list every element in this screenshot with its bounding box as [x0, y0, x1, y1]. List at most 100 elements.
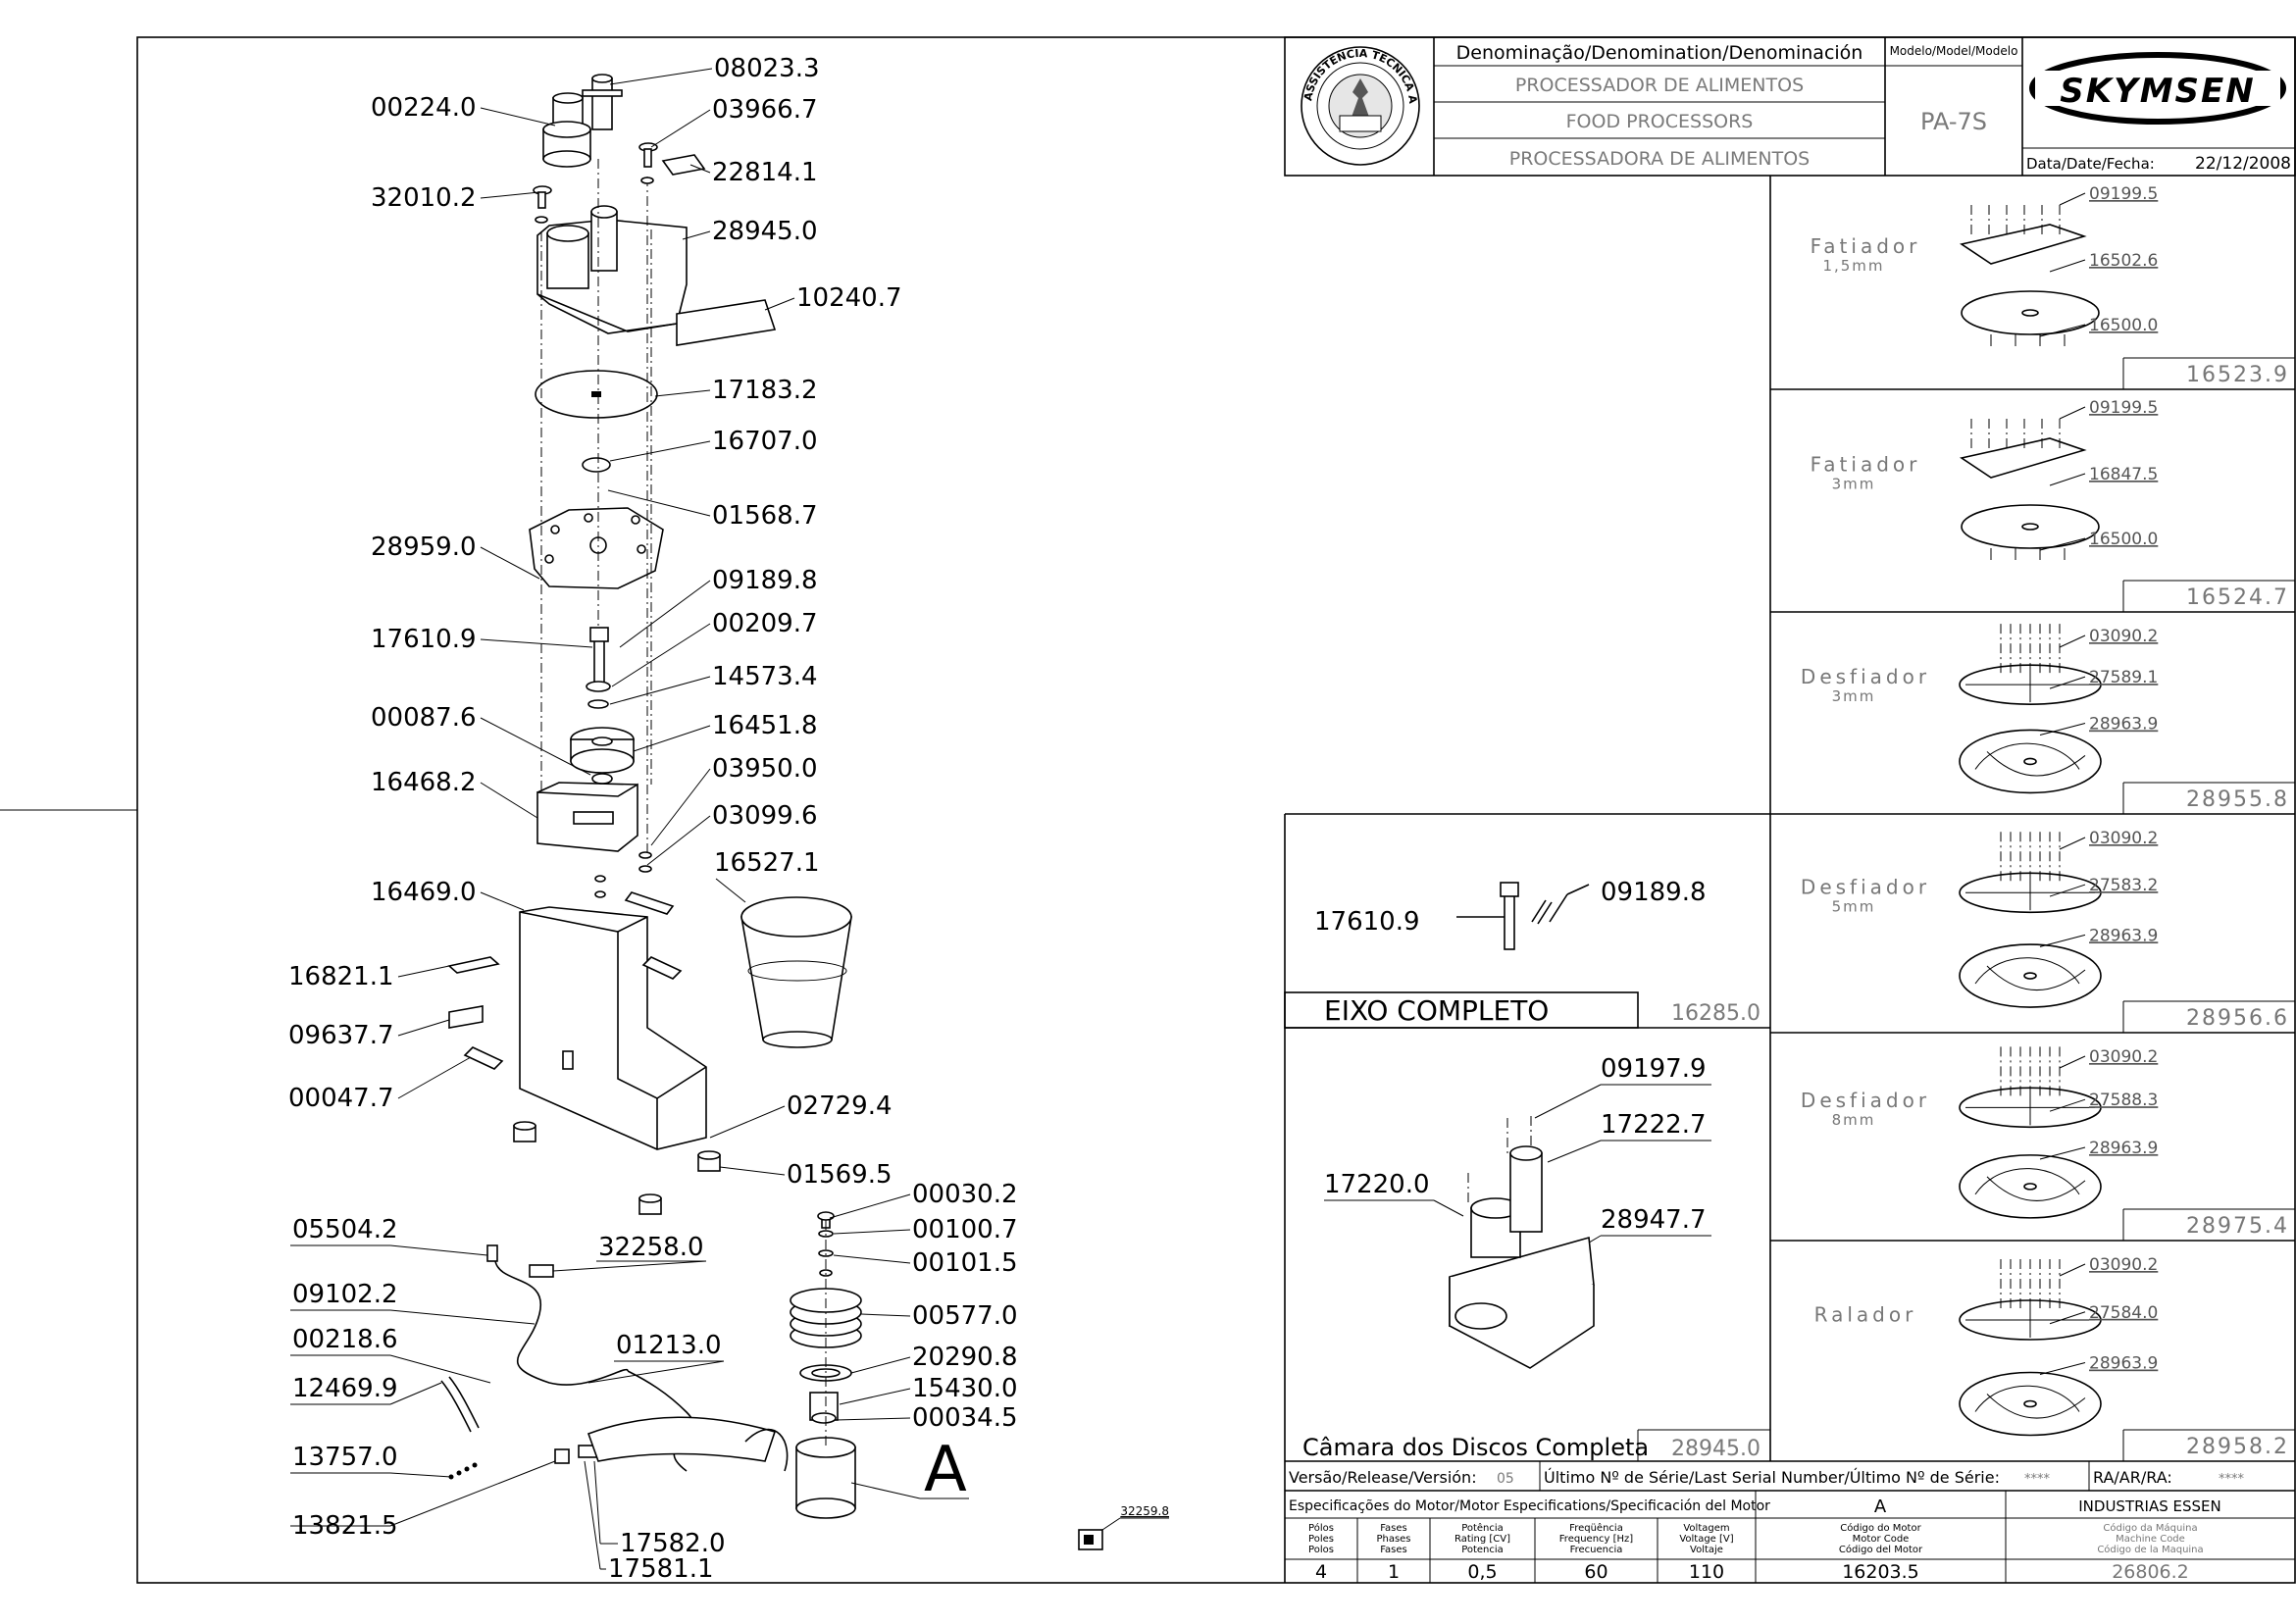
part-number-label: 13757.0 — [292, 1443, 398, 1472]
part-number-label: 09102.2 — [292, 1280, 398, 1309]
motor-code-letter: A — [1874, 1497, 1887, 1517]
disc-name: Desfiador — [1801, 665, 1930, 688]
part-number-label: 03950.0 — [712, 754, 818, 784]
motor-spec-header: Polos — [1308, 1545, 1334, 1555]
leader-line — [584, 1460, 601, 1570]
motor-spec-header: Código de la Maquina — [2097, 1544, 2203, 1555]
disc-part-label: 09199.5 — [2089, 184, 2158, 204]
chamber-assembly-title: Câmara dos Discos Completa — [1302, 1434, 1649, 1461]
disc-part-label: 03090.2 — [2089, 1047, 2158, 1067]
motor-spec-header: Phases — [1376, 1534, 1410, 1545]
part-number-label: 15430.0 — [912, 1374, 1018, 1403]
disc-part-label: 27583.2 — [2089, 876, 2158, 895]
leader-line — [833, 1254, 911, 1264]
part-number-label: 03966.7 — [712, 95, 818, 125]
disc-code: 16524.7 — [2186, 585, 2289, 610]
manufacturer: INDUSTRIAS ESSEN — [2078, 1497, 2220, 1515]
leader-line — [860, 1313, 911, 1317]
shaft-assembly-title: EIXO COMPLETO — [1324, 994, 1549, 1027]
leader-line — [389, 1460, 556, 1527]
disc-name: Ralador — [1814, 1303, 1917, 1327]
leader-line — [389, 1309, 536, 1325]
part-number-label: 09189.8 — [712, 566, 818, 595]
disc-part-label: 28963.9 — [2089, 1354, 2158, 1374]
motor-spec-header: Código do Motor — [1840, 1522, 1921, 1534]
motor-spec-header: Freqüência — [1569, 1522, 1623, 1534]
leader-line — [552, 1260, 707, 1272]
part-number-label: 20290.8 — [912, 1343, 1018, 1372]
disc-part-label: 28963.9 — [2089, 714, 2158, 734]
motor-spec-header: Frequency [Hz] — [1559, 1534, 1634, 1545]
part-number-label: 16821.1 — [288, 962, 394, 991]
motor-spec-header: Fases — [1380, 1523, 1407, 1534]
model-label: Modelo/Model/Modelo — [1890, 44, 2018, 58]
part-number-label: 01568.7 — [712, 501, 818, 531]
leader-line — [2039, 934, 2086, 947]
part-number-label: 16468.2 — [371, 768, 477, 797]
disc-part-label: 03090.2 — [2089, 1255, 2158, 1275]
part-number-label: 14573.4 — [712, 662, 818, 691]
motor-spec-header: Rating [CV] — [1454, 1534, 1510, 1545]
part-number-label: 00087.6 — [371, 703, 477, 733]
motor-spec-header: Frecuencia — [1570, 1545, 1623, 1555]
leader-line — [650, 109, 711, 148]
motor-spec-value: 110 — [1689, 1561, 1724, 1583]
chamber-assembly-panel: 09197.9 17222.7 17220.0 28947.7 Câmara d… — [1302, 1054, 1770, 1461]
motor-spec-header: Voltagem — [1683, 1523, 1729, 1534]
disc-code: 28975.4 — [2186, 1214, 2289, 1239]
disc-part-label: 09199.5 — [2089, 398, 2158, 418]
leader-line — [839, 1388, 911, 1405]
motor-spec-label: Especificações do Motor/Motor Especifica… — [1289, 1498, 1770, 1514]
leader-line — [607, 489, 711, 517]
disc-name: Desfiador — [1801, 876, 1930, 899]
part-number-label: 16469.0 — [371, 878, 477, 907]
motor-spec-header: Pólos — [1308, 1522, 1334, 1534]
leader-line — [835, 1417, 911, 1421]
leader-line — [646, 815, 711, 866]
footer-block: Versão/Release/Versión: 05 Último Nº de … — [1285, 1461, 2295, 1583]
part-number-label: 05504.2 — [292, 1215, 398, 1244]
date-value: 22/12/2008 — [2195, 154, 2291, 174]
part-number-label: 08023.3 — [714, 54, 820, 83]
leader-line — [2059, 1055, 2086, 1069]
part-number-label: 28959.0 — [371, 533, 477, 562]
leader-line — [389, 1354, 491, 1384]
detail-marker: A — [924, 1434, 967, 1506]
denomination-pt: PROCESSADOR DE ALIMENTOS — [1515, 75, 1804, 96]
leader-line — [397, 1056, 472, 1099]
leader-line — [715, 878, 746, 903]
disc-code: 16523.9 — [2186, 363, 2289, 387]
leader-line — [633, 725, 711, 752]
leader-line — [682, 230, 711, 240]
leader-line — [480, 107, 556, 127]
leader-line — [833, 1229, 911, 1235]
disc-part-label: 27589.1 — [2089, 668, 2158, 687]
part-number-label: 00030.2 — [912, 1180, 1018, 1209]
motor-spec-header: Voltage [V] — [1679, 1534, 1733, 1545]
part-number-label: 03099.6 — [712, 801, 818, 831]
motor-spec-value: 60 — [1584, 1561, 1607, 1583]
part-number-label: 00209.7 — [712, 609, 818, 638]
part-number-label: 10240.7 — [796, 283, 902, 313]
part-number-label: 00047.7 — [288, 1084, 394, 1113]
leader-line — [397, 965, 450, 978]
disc-name: Desfiador — [1801, 1089, 1930, 1112]
motor-spec-header: Voltaje — [1690, 1545, 1723, 1555]
disc-part-label: 03090.2 — [2089, 627, 2158, 646]
part-number-label: 01569.5 — [787, 1160, 893, 1190]
shaft-assembly-code: 16285.0 — [1671, 1001, 1760, 1026]
part-number-label: 32010.2 — [371, 183, 477, 213]
leader-line — [389, 1382, 442, 1405]
leader-line — [2049, 473, 2086, 486]
motor-spec-value: 4 — [1315, 1561, 1327, 1583]
leader-line — [480, 782, 538, 819]
disc-part-label: 16500.0 — [2089, 316, 2158, 335]
part-number-label: 02729.4 — [787, 1091, 893, 1121]
motor-spec-header: Código da Máquina — [2103, 1522, 2197, 1534]
part-number-label: 22814.1 — [712, 158, 818, 187]
plug-icon-code: 32259.8 — [1120, 1504, 1169, 1518]
chamber-part-3: 17220.0 — [1324, 1170, 1430, 1199]
